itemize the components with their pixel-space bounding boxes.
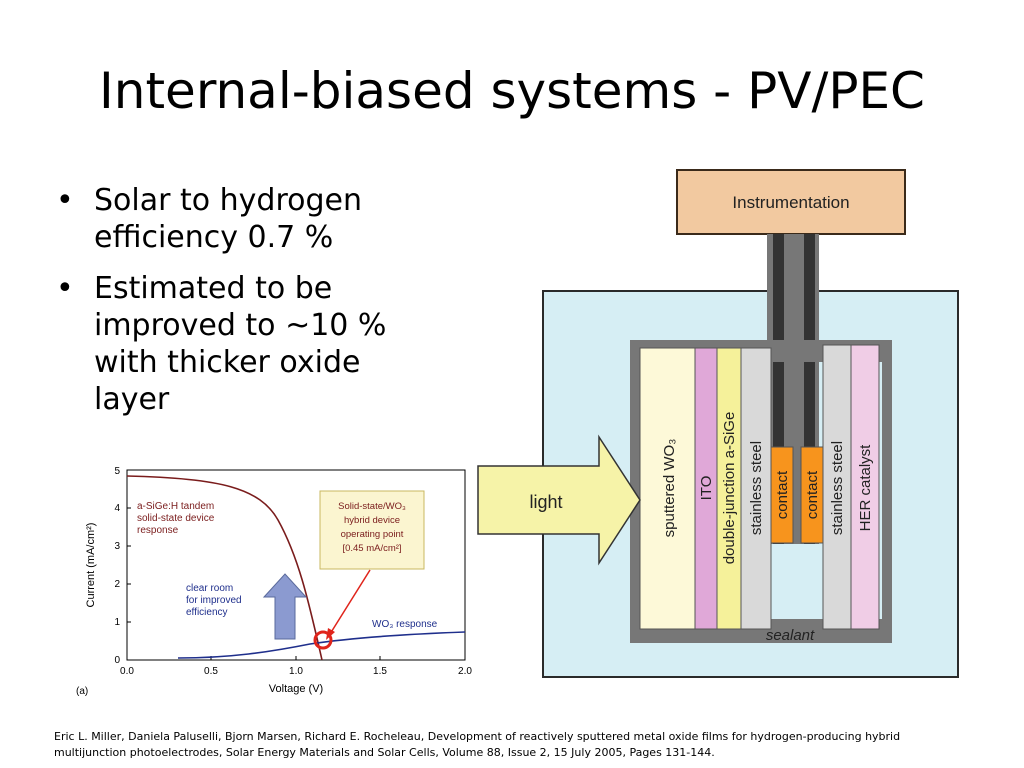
operating-line-4: [0.45 mA/cm²] xyxy=(342,543,401,554)
ytick-0: 0 xyxy=(114,655,120,666)
ytick-5: 5 xyxy=(114,466,120,477)
operating-line-1: Solid-state/WO₃ xyxy=(338,501,406,512)
layer-asige xyxy=(716,347,742,630)
xtick-0: 0.0 xyxy=(120,666,134,677)
up-arrow-icon xyxy=(262,573,308,640)
panel-label: (a) xyxy=(76,686,88,697)
ytick-1: 1 xyxy=(114,617,120,628)
tandem-curve xyxy=(126,475,323,661)
bullet-item-efficiency: Solar to hydrogen efficiency 0.7 % xyxy=(54,182,434,256)
sealant-label: sealant xyxy=(766,627,815,644)
operating-line-3: operating point xyxy=(341,529,404,540)
label-catalyst: HER catalyst xyxy=(857,444,874,532)
electrode-diagram: Instrumentation sealant sputtered WO₃ IT… xyxy=(470,165,970,685)
operating-pointer xyxy=(329,569,371,635)
rod-right xyxy=(804,234,815,544)
label-asige: double-junction a-SiGe xyxy=(721,412,738,565)
operating-line-2: hybrid device xyxy=(344,515,400,526)
layer-steel-right xyxy=(822,344,852,630)
xtick-2: 1.0 xyxy=(289,666,303,677)
iv-plot: 0 1 2 3 4 5 0.0 0.5 1.0 1.5 2.0 Voltage … xyxy=(70,458,482,698)
xtick-4: 2.0 xyxy=(458,666,472,677)
label-steel-left: stainless steel xyxy=(748,441,765,535)
tandem-label-1: a-SiGe:H tandem xyxy=(137,501,214,512)
layer-contact-left xyxy=(770,446,794,544)
ytick-3: 3 xyxy=(114,541,120,552)
label-contact-left: contact xyxy=(774,470,791,519)
tandem-label-2: solid-state device xyxy=(137,513,215,524)
sealant-right xyxy=(882,340,892,643)
label-steel-right: stainless steel xyxy=(829,441,846,535)
wo3-response-label: WO₃ response xyxy=(372,619,438,630)
instrumentation-box xyxy=(676,169,906,235)
layer-catalyst xyxy=(850,344,880,630)
label-wo3: sputtered WO₃ xyxy=(661,439,678,538)
label-contact-right: contact xyxy=(804,470,821,519)
xtick-1: 0.5 xyxy=(204,666,218,677)
y-axis-label: Current (mA/cm²) xyxy=(85,523,97,608)
slide-title: Internal-biased systems - PV/PEC xyxy=(99,62,925,120)
room-label-2: for improved xyxy=(186,595,242,606)
bullet-item-improvement: Estimated to be improved to ~10 % with t… xyxy=(54,270,434,418)
rod-left xyxy=(773,234,784,544)
instrumentation-label: Instrumentation xyxy=(732,193,849,212)
bullet-list: Solar to hydrogen efficiency 0.7 % Estim… xyxy=(54,182,434,432)
operating-point-marker xyxy=(313,630,333,650)
wo3-curve xyxy=(177,631,466,659)
light-arrow-icon xyxy=(477,434,641,566)
room-label-3: efficiency xyxy=(186,607,228,618)
ytick-4: 4 xyxy=(114,503,120,514)
citation: Eric L. Miller, Daniela Paluselli, Bjorn… xyxy=(54,730,901,759)
light-label: light xyxy=(529,492,562,512)
tandem-label-3: response xyxy=(137,525,179,536)
operating-point-box xyxy=(319,490,425,570)
operating-pointer-head xyxy=(326,628,335,640)
x-axis-label: Voltage (V) xyxy=(269,683,323,695)
label-ito: ITO xyxy=(698,476,715,501)
layer-wo3 xyxy=(639,347,696,630)
room-label-1: clear room xyxy=(186,583,233,594)
ytick-2: 2 xyxy=(114,579,120,590)
xtick-3: 1.5 xyxy=(373,666,387,677)
